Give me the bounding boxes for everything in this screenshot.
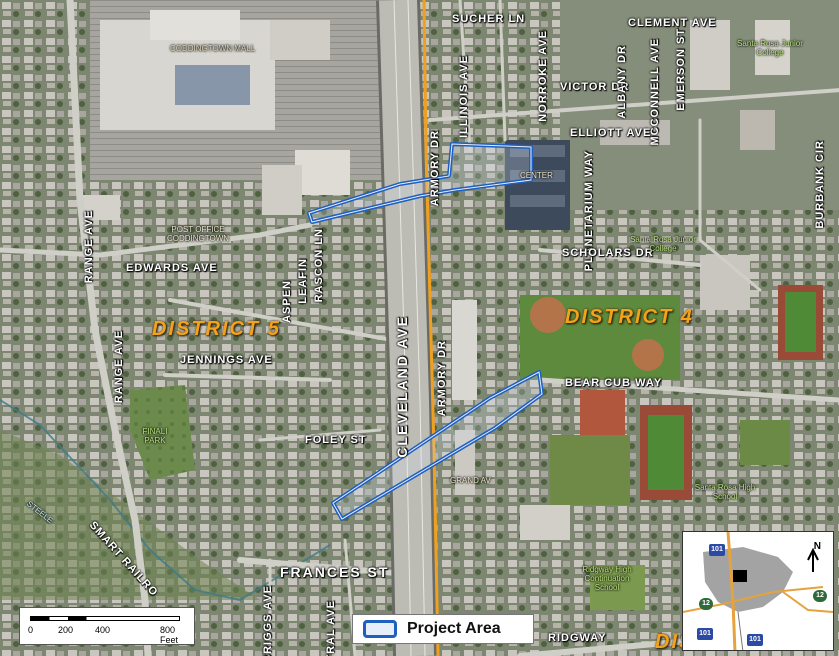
street-label-elliott: ELLIOTT AVE [570,127,652,139]
project-area-swatch [363,620,397,638]
street-label-emerson: EMERSON ST [675,28,687,111]
street-label-briggs: BRIGGS AVE [262,585,274,656]
district-4-label: DISTRICT 4 [565,306,694,328]
street-label-foley: FOLEY ST [305,434,367,446]
street-label-cleveland: CLEVELAND AVE [394,315,410,458]
street-label-mcconnell: MCCONNELL AVE [649,38,661,146]
street-label-rascon: RASCON LN [313,228,325,303]
poi-label-srhs: Santa Rosa High School [694,483,756,501]
street-label-frances: FRANCES ST [280,564,390,580]
district-5-label: DISTRICT 5 [152,318,281,340]
street-label-burbank: BURBANK CIR [814,140,826,229]
street-label-victor: VICTOR DR [560,81,630,93]
shield-101-south-icon: 101 [697,628,713,640]
poi-label-srjc-mid: Santa Rosa Junior College [630,235,696,253]
scale-tick-0: 0 [28,625,34,635]
legend-label: Project Area [407,620,501,637]
poi-label-post-office: POST OFFICE CODDINGTOWN [166,225,230,243]
poi-label-coddingtown: CODDINGTOWN MALL [170,44,256,53]
street-label-range-top: RANGE AVE [83,210,95,284]
map-legend: Project Area [352,614,534,644]
street-label-armory-top: ARMORY DR [429,130,441,207]
poi-label-grand-av: GRAND AV [450,476,491,485]
inset-locator-map: N 101 12 12 101 101 [682,531,834,651]
poi-label-finali-park: FINALI PARK [142,427,168,445]
scale-bar: 0 200 400 800 Feet [19,607,195,645]
shield-12-east-icon: 12 [813,590,827,602]
street-label-range: RANGE AVE [113,330,125,404]
shield-101-icon: 101 [709,544,725,556]
street-label-central: CENTRAL AVE [325,600,337,656]
poi-label-center: CENTER [520,171,553,180]
scale-tick-200: 200 [58,625,74,635]
street-label-edwards: EDWARDS AVE [126,262,218,274]
scale-bar-graphic [30,616,180,621]
street-label-ridgway: RIDGWAY [548,632,607,644]
scale-tick-400: 400 [95,625,111,635]
street-label-jennings: JENNINGS AVE [180,354,273,366]
street-label-norrbom: NORROKE AVE [537,30,549,122]
shield-12-west-icon: 12 [699,598,713,610]
street-label-illinois: ILLINOIS AVE [458,55,470,138]
poi-label-ridgway-hs: Ridgway High Continuation School [582,565,632,592]
street-label-albany: ALBANY DR [616,45,628,119]
smart-railroad-line [422,0,440,656]
street-label-scholars: SCHOLARS DR [562,247,654,259]
street-label-leafin: LEAFIN [297,258,309,304]
scale-tick-800: 800 Feet [160,625,179,645]
north-arrow-label: N [813,541,821,552]
street-label-clement: CLEMENT AVE [628,17,717,29]
street-label-bear-cub: BEAR CUB WAY [565,377,663,389]
street-label-sucher: SUCHER LN [452,13,526,25]
street-label-armory: ARMORY DR [436,340,448,417]
shield-101-lower-icon: 101 [747,634,763,646]
street-label-aspen: ASPEN [281,280,293,323]
inset-map-graphic [683,532,833,650]
poi-label-srjc-top: Santa Rosa Junior College [737,39,803,57]
